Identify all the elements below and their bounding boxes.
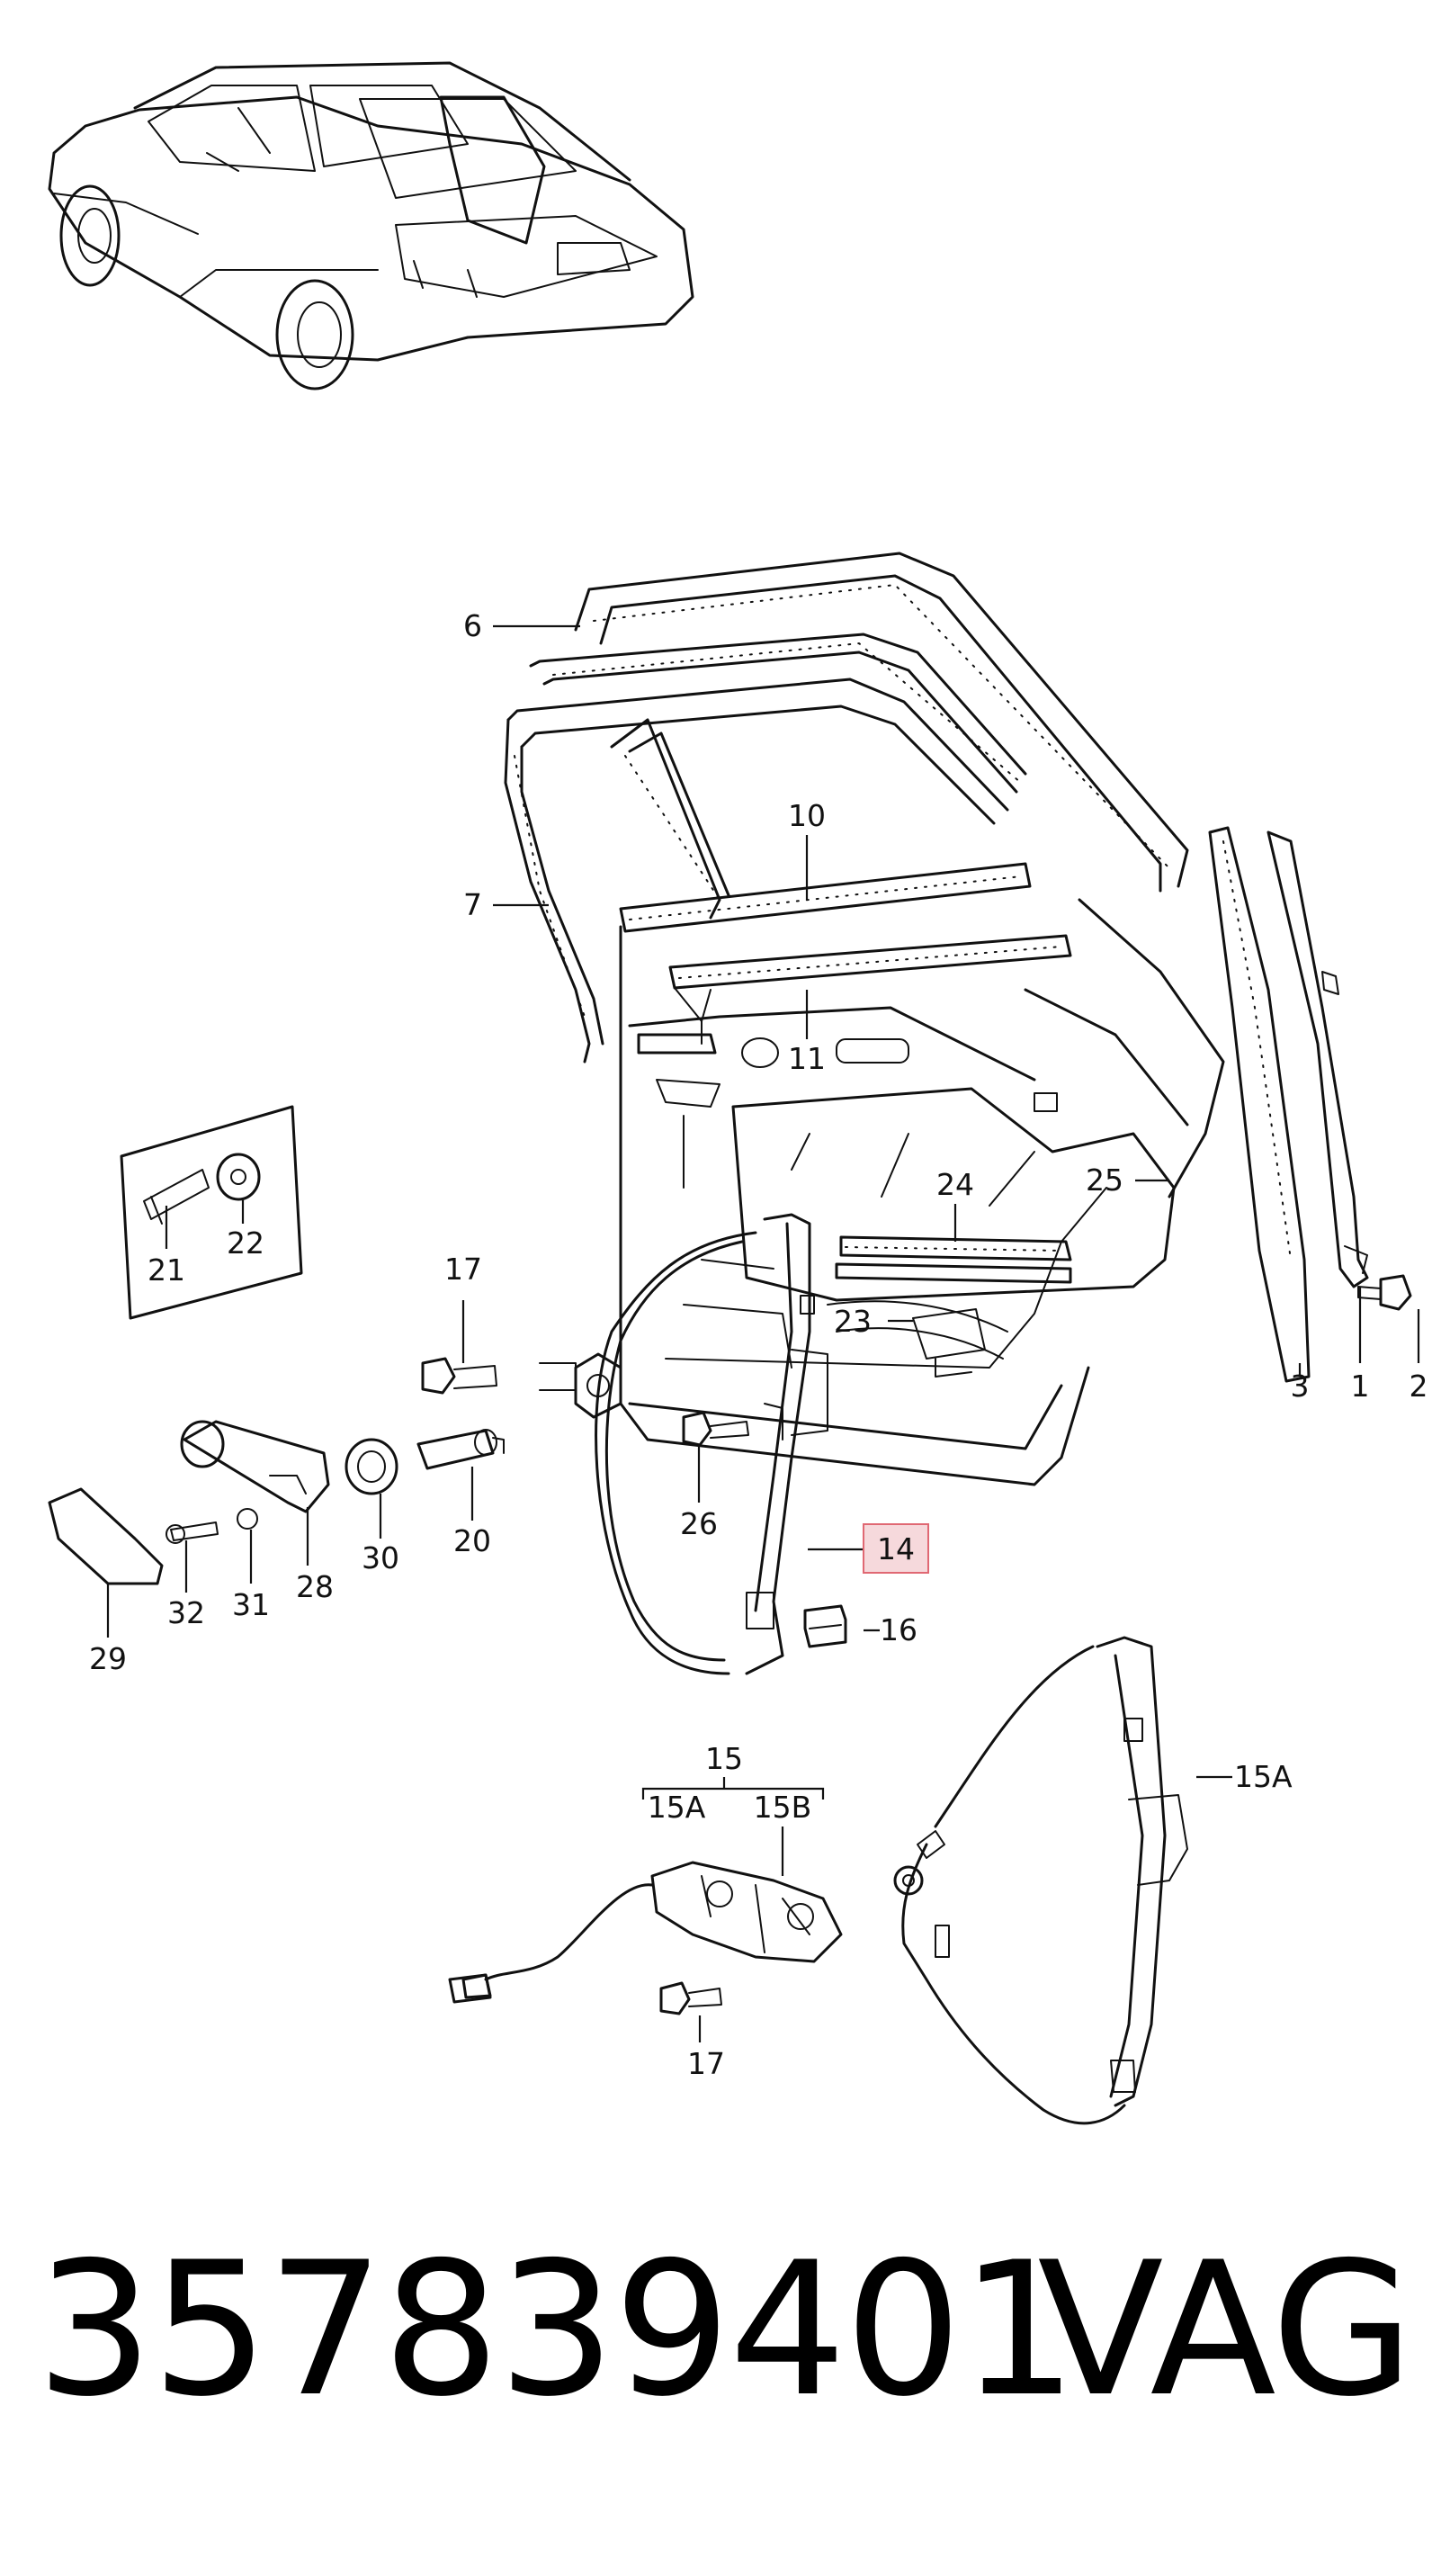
callout-28: 28 <box>296 1569 334 1604</box>
callout-6: 6 <box>463 608 482 643</box>
part-number: 357839401 <box>36 2223 1078 2437</box>
handle-parts <box>48 1105 505 1585</box>
callout-23: 23 <box>834 1304 872 1339</box>
callout-1: 1 <box>1351 1369 1370 1404</box>
callout-24: 24 <box>936 1167 974 1202</box>
callout-3: 3 <box>1291 1369 1310 1404</box>
car-illustration <box>48 61 694 390</box>
leader-lines <box>106 624 1420 2042</box>
pillar-trim <box>1208 826 1412 1383</box>
callout-32: 32 <box>167 1595 205 1630</box>
window-strips <box>619 862 1072 1045</box>
brand-name: VAG <box>1037 2223 1414 2437</box>
door-frame-seals <box>504 552 1225 1486</box>
callout-7: 7 <box>463 887 482 922</box>
callout-30: 30 <box>362 1540 399 1575</box>
callout-15: 15 <box>705 1741 743 1776</box>
callout-20: 20 <box>453 1523 491 1558</box>
callout-2: 2 <box>1410 1369 1428 1404</box>
callout-15A-right: 15A <box>1234 1759 1293 1794</box>
window-regulator <box>539 1213 986 1675</box>
callout-11: 11 <box>788 1041 826 1076</box>
door-glass <box>731 1087 1176 1302</box>
callout-labels: 6 7 10 11 24 25 23 3 1 2 17 22 21 26 20 … <box>89 608 1428 2081</box>
callout-17-top: 17 <box>444 1252 482 1287</box>
callout-16: 16 <box>880 1612 917 1647</box>
callout-29: 29 <box>89 1641 127 1676</box>
callout-15A: 15A <box>648 1790 706 1825</box>
window-motor <box>448 1861 843 2015</box>
callout-26: 26 <box>680 1506 718 1541</box>
callout-22: 22 <box>227 1225 264 1261</box>
regulator-assembly <box>893 1636 1188 2125</box>
callout-17-bottom: 17 <box>687 2046 725 2081</box>
callout-25: 25 <box>1086 1162 1123 1198</box>
highlight-box-14 <box>863 1523 929 1574</box>
footer: 357839401 VAG <box>36 2223 1414 2437</box>
callout-15B: 15B <box>754 1790 812 1825</box>
callout-31: 31 <box>232 1587 270 1622</box>
callout-10: 10 <box>788 798 826 833</box>
callout-21: 21 <box>148 1252 185 1288</box>
callout-14: 14 <box>877 1531 915 1566</box>
